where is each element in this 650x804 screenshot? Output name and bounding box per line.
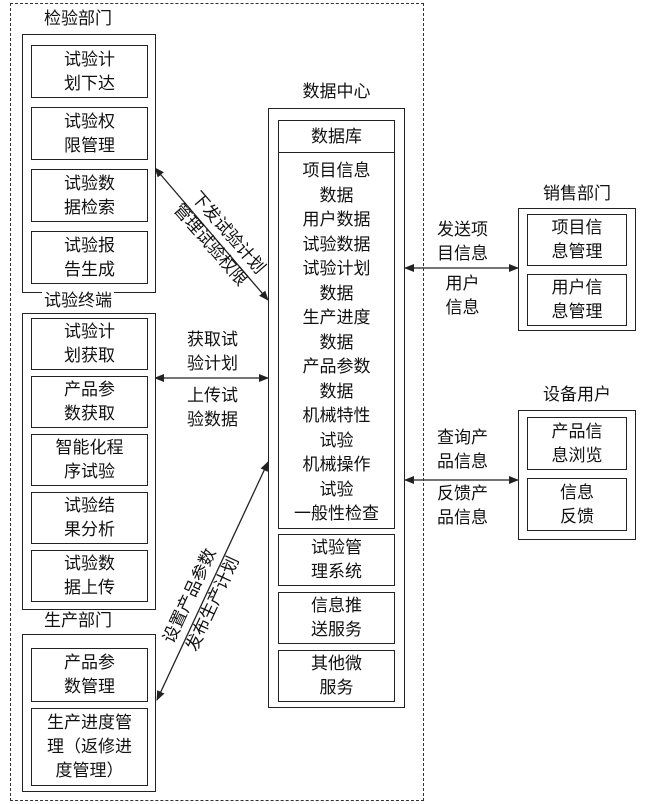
service-test-mgmt: 试验管理系统 — [278, 534, 395, 586]
arrow-inspection-datacenter — [154, 167, 269, 301]
flow-label-upload-data: 上传试验数据 — [187, 386, 238, 430]
terminal-item-plan-get: 试验计划获取 — [31, 318, 148, 370]
terminal-item-result-analysis: 试验结果分析 — [31, 492, 148, 544]
db-line: 试验数据 — [302, 234, 371, 255]
production-item-param-mgmt: 产品参数管理 — [31, 648, 148, 702]
flow-label-user-info: 用户信息 — [445, 274, 480, 318]
inspection-item-plan-issue: 试验计划下达 — [31, 45, 148, 98]
db-line: 机械操作 — [302, 455, 371, 475]
equipment-item-browse: 产品信息浏览 — [527, 417, 627, 470]
flow-label-get-plan: 获取试验计划 — [187, 330, 238, 374]
db-line: 数据 — [319, 381, 354, 402]
arrow-production-datacenter — [156, 461, 269, 701]
db-line: 机械特性 — [302, 406, 371, 426]
db-line: 数据 — [319, 185, 354, 206]
inspection-item-data-search: 试验数据检索 — [31, 169, 148, 222]
db-line: 数据 — [319, 332, 354, 353]
db-line: 试验 — [319, 479, 354, 500]
production-dept-title: 生产部门 — [42, 611, 114, 631]
db-line: 一般性检查 — [294, 504, 379, 524]
db-line: 项目信息 — [302, 161, 371, 181]
sales-item-user-info: 用户信息管理 — [527, 274, 627, 326]
inspection-dept-title: 检验部门 — [42, 9, 114, 29]
system-boundary — [10, 3, 424, 801]
equipment-users-title: 设备用户 — [543, 385, 611, 405]
db-line: 产品参数 — [302, 357, 371, 377]
db-line: 用户数据 — [302, 210, 371, 230]
database-header: 数据库 — [278, 120, 395, 153]
db-line: 试验计划 — [302, 259, 371, 279]
inspection-item-permission: 试验权限管理 — [31, 107, 148, 160]
terminal-title: 试验终端 — [42, 291, 114, 311]
sales-dept-title: 销售部门 — [543, 184, 611, 204]
inspection-item-report: 试验报告生成 — [31, 231, 148, 284]
service-info-push: 信息推送服务 — [278, 592, 395, 644]
db-line: 数据 — [319, 283, 354, 304]
terminal-item-smart-test: 智能化程序试验 — [31, 434, 148, 486]
flow-label-send-project: 发送项目信息 — [437, 220, 488, 264]
db-line: 生产进度 — [302, 308, 371, 328]
flow-label-query-product: 查询产品信息 — [437, 428, 488, 472]
production-item-progress-mgmt: 生产进度管理（返修进度管理） — [31, 708, 148, 786]
service-other-micro: 其他微服务 — [278, 650, 395, 702]
db-line: 试验 — [319, 430, 354, 451]
database-content: 项目信息 数据 用户数据 试验数据 试验计划 数据 生产进度 数据 产品参数 数… — [278, 152, 395, 529]
flow-label-feedback-product: 反馈产品信息 — [437, 484, 488, 528]
terminal-item-data-upload: 试验数据上传 — [31, 550, 148, 602]
terminal-item-param-get: 产品参数获取 — [31, 376, 148, 428]
equipment-item-feedback: 信息反馈 — [527, 478, 627, 531]
sales-item-project-info: 项目信息管理 — [527, 214, 627, 266]
datacenter-title: 数据中心 — [302, 82, 371, 102]
